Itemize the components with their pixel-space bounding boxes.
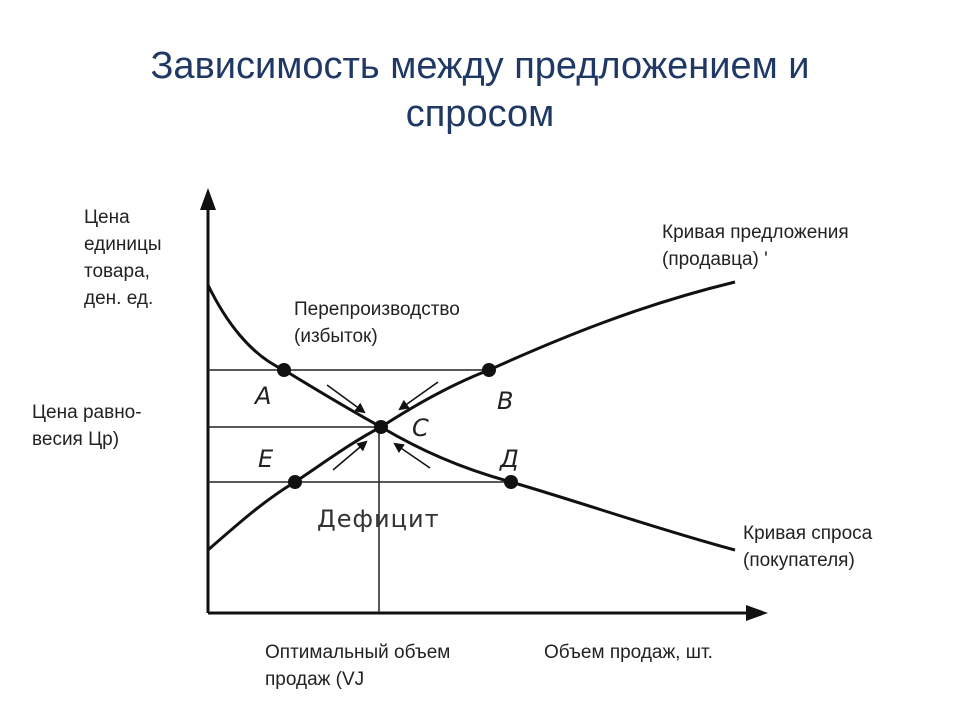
deficit-label: Дефицит [317, 505, 440, 533]
y-axis-label-line: ден. ед. [84, 288, 154, 309]
equilibrium-price-label-line: весия Цр) [32, 429, 120, 450]
demand-curve-label-line: (покупателя) [743, 550, 855, 571]
y-axis-arrow-icon [200, 188, 216, 210]
demand-curve [206, 284, 736, 552]
slide-title-line-2: спросом [405, 93, 555, 135]
point-e-label: Е [258, 445, 274, 473]
slide-title-line-1: Зависимость между предложением и [150, 45, 810, 87]
y-axis-label-line: единицы [84, 234, 162, 255]
equilibrium-price-label-line: Цена равно- [32, 402, 142, 423]
point-b-marker [482, 363, 496, 377]
y-axis-label: Цена единицы товара, ден. ед. [84, 204, 162, 312]
point-c-marker [374, 420, 388, 434]
supply-curve [207, 280, 736, 552]
overproduction-label-line: (избыток) [294, 326, 378, 347]
demand-curve-label-line: Кривая спроса [743, 523, 873, 544]
demand-curve-label: Кривая спроса (покупателя) [743, 520, 872, 574]
y-axis-label-line: товара, [84, 261, 150, 282]
point-a-label: А [253, 382, 271, 410]
overproduction-label: Перепроизводство (избыток) [294, 296, 460, 350]
arrow-from-d-icon [393, 442, 431, 469]
point-b-label: В [497, 387, 513, 415]
arrow-from-a-icon [326, 384, 366, 414]
y-axis-label-line: Цена [84, 207, 130, 228]
x-axis-label: Объем продаж, шт. [544, 642, 713, 663]
supply-curve-label: Кривая предложения (продавца) ' [662, 219, 849, 273]
point-e-marker [288, 475, 302, 489]
supply-curve-label-line: Кривая предложения [662, 222, 849, 243]
point-d-marker [504, 475, 518, 489]
point-c-label: С [412, 414, 429, 442]
equilibrium-price-label: Цена равно- весия Цр) [32, 399, 142, 453]
x-axis-arrow-icon [746, 605, 768, 621]
slide-title: Зависимость между предложением и спросом [80, 42, 880, 138]
point-a-marker [277, 363, 291, 377]
optimal-volume-label-line: продаж (VJ [265, 669, 365, 690]
optimal-volume-label: Оптимальный объем продаж (VJ [265, 639, 450, 693]
supply-curve-label-line: (продавца) ' [662, 249, 768, 270]
arrow-from-e-icon [332, 440, 368, 471]
overproduction-label-line: Перепроизводство [294, 299, 460, 320]
arrow-from-b-icon [398, 381, 439, 411]
point-d-label: Д [499, 445, 519, 473]
optimal-volume-label-line: Оптимальный объем [265, 642, 451, 663]
